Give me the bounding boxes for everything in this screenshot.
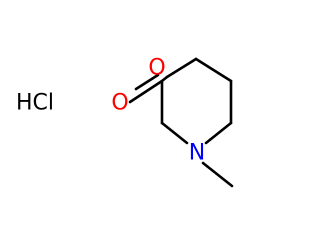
chemical-structure: O O N HCl [16,56,234,188]
carbonyl-oxygen-label: O [111,91,128,116]
bond-n-methyl [201,161,234,188]
bond-o1-c6 [165,57,198,79]
bond-c-n-n [204,121,233,145]
bonds [128,57,234,188]
ring-oxygen-label: O [148,56,165,81]
bond-n-c3 [160,121,189,145]
salt-label: HCl [16,91,54,116]
bond-c2-o-double-b [134,73,160,91]
nitrogen-label: N [189,141,205,166]
bond-c2-o-double-a [128,79,164,104]
bond-c6-c5 [194,57,233,83]
